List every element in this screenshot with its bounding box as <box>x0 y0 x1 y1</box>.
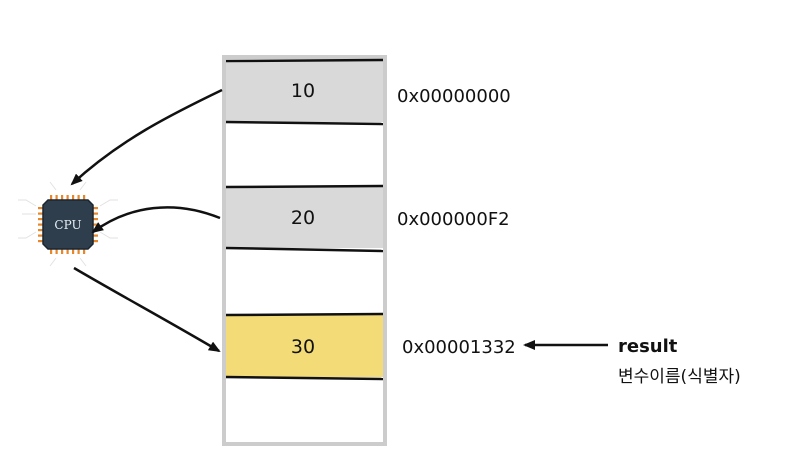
memory-cell-3 <box>226 315 383 377</box>
memory-cell-1 <box>226 61 383 122</box>
cpu-pin <box>38 218 44 221</box>
cpu-pin <box>38 240 44 243</box>
cell-value-3: 30 <box>291 336 315 358</box>
cpu-pin <box>61 248 64 254</box>
arrow-cell1-to-cpu <box>70 88 223 186</box>
separator-line <box>225 184 384 189</box>
variable-name: result <box>618 336 678 357</box>
cpu-pin <box>38 223 44 226</box>
arrow-cpu-to-cell3 <box>73 266 221 353</box>
cpu-pin <box>55 248 58 254</box>
memory-cell-2 <box>226 187 383 248</box>
cpu-pin <box>38 234 44 237</box>
cpu-pin <box>83 195 86 201</box>
cpu-pin <box>66 248 69 254</box>
cpu-pin <box>77 195 80 201</box>
memory-separators <box>225 58 384 381</box>
cpu-pin <box>50 248 53 254</box>
separator-line <box>225 246 384 253</box>
cpu-pin <box>92 234 98 237</box>
cpu-pin <box>61 195 64 201</box>
cpu-pin <box>72 248 75 254</box>
cpu-pin <box>77 248 80 254</box>
cpu-pin <box>50 195 53 201</box>
cpu-pin <box>38 229 44 232</box>
cpu-pin <box>55 195 58 201</box>
cpu-pin <box>92 240 98 243</box>
cell-address-2: 0x000000F2 <box>397 209 510 230</box>
cpu-pin <box>38 207 44 210</box>
separator-line <box>225 120 384 126</box>
cpu-pin <box>92 218 98 221</box>
separator-line <box>225 312 384 317</box>
cpu-body <box>42 199 94 250</box>
separator-line <box>225 375 384 381</box>
separator-line <box>225 58 384 63</box>
variable-description: 변수이름(식별자) <box>618 367 741 387</box>
cpu-pin <box>72 195 75 201</box>
cpu-icon: CPU <box>18 181 118 267</box>
cell-value-1: 10 <box>291 80 315 102</box>
cpu-pin <box>38 212 44 215</box>
cell-address-3: 0x00001332 <box>402 337 516 358</box>
cpu-pin <box>92 212 98 215</box>
cpu-pin <box>83 248 86 254</box>
cpu-label: CPU <box>54 218 81 232</box>
cell-address-1: 0x00000000 <box>397 86 511 107</box>
cell-value-2: 20 <box>291 207 315 229</box>
arrow-cell2-to-cpu <box>91 206 221 234</box>
cpu-pin <box>66 195 69 201</box>
cpu-pin <box>92 207 98 210</box>
